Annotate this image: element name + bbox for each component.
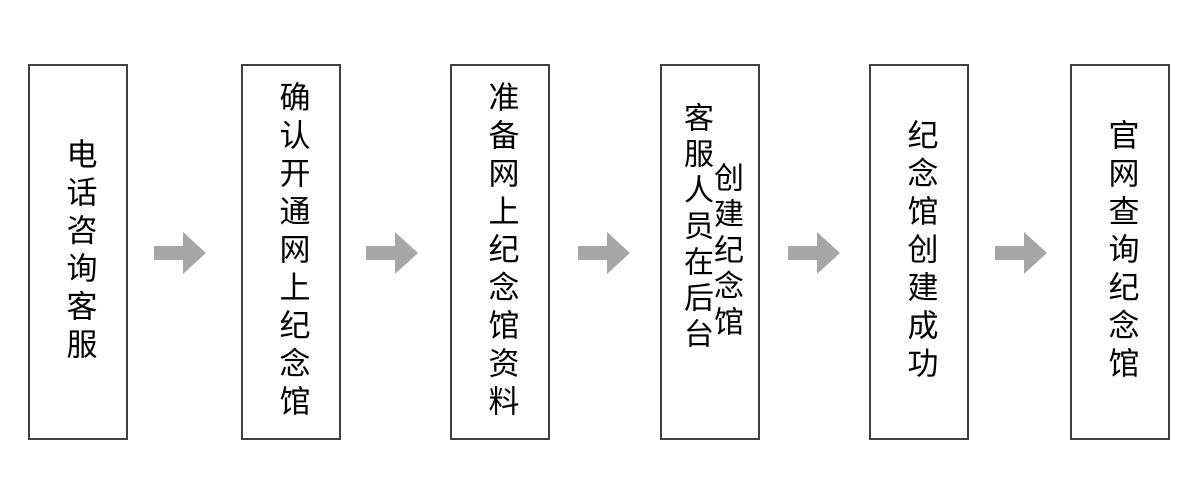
right-arrow-icon-3 xyxy=(578,230,630,276)
process-step-6-text: 官网查询纪念馆 xyxy=(1102,119,1139,385)
process-step-1[interactable]: 电话咨询客服 xyxy=(28,64,128,440)
process-step-4-text-column-right: 创建纪念馆 xyxy=(708,162,743,342)
right-arrow-icon-4 xyxy=(788,230,840,276)
right-arrow-icon-5 xyxy=(995,230,1047,276)
process-step-4-text-column-left: 客服人员在后台 xyxy=(678,102,713,354)
right-arrow-icon-2 xyxy=(366,230,418,276)
process-step-2[interactable]: 确认开通网上纪念馆 xyxy=(241,64,341,440)
process-step-4[interactable]: 创建纪念馆 客服人员在后台 xyxy=(660,64,760,440)
process-step-1-text: 电话咨询客服 xyxy=(60,138,97,366)
process-step-3-text: 准备网上纪念馆资料 xyxy=(482,81,519,423)
process-step-5[interactable]: 纪念馆创建成功 xyxy=(869,64,969,440)
process-step-5-text: 纪念馆创建成功 xyxy=(901,119,938,385)
process-step-3[interactable]: 准备网上纪念馆资料 xyxy=(450,64,550,440)
process-step-6[interactable]: 官网查询纪念馆 xyxy=(1070,64,1170,440)
process-step-2-text: 确认开通网上纪念馆 xyxy=(273,81,310,423)
right-arrow-icon-1 xyxy=(154,230,206,276)
